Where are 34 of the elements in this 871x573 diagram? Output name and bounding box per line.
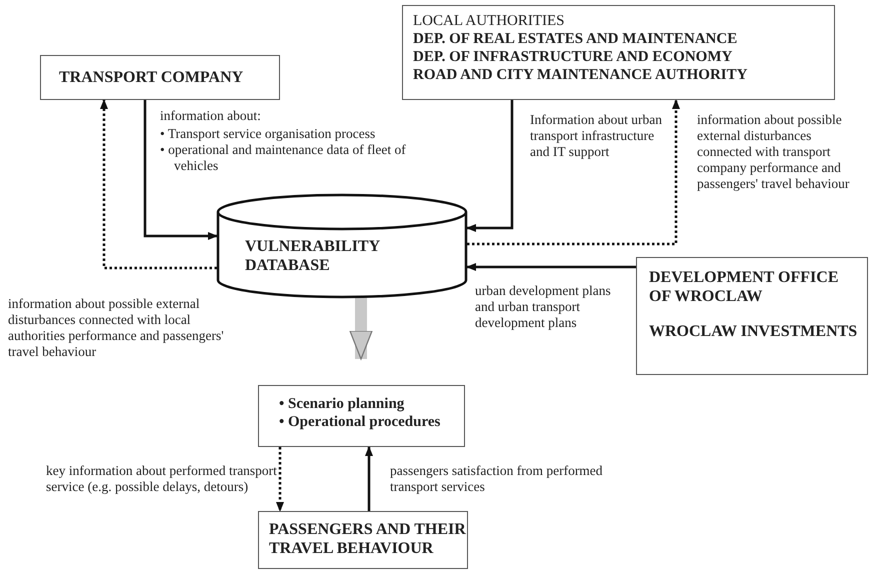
bullet-item: • Transport service organisation process [160, 126, 376, 142]
node-label: DEVELOPMENT OFFICE OF WROCLAW [649, 268, 840, 306]
edge-label: information about possible external disturbances connected with local authorities performance and passengers' travel behaviour [8, 296, 225, 360]
bullet-item: • Operational procedures [279, 413, 442, 431]
bullet-item: • Scenario planning [279, 395, 406, 413]
node-label: LOCAL AUTHORITIES [413, 12, 566, 30]
dotted-arrow [276, 447, 284, 512]
process-box [258, 511, 468, 569]
dotted-arrow [467, 99, 680, 246]
node-label: ROAD AND CITY MAINTENANCE AUTHORITY [413, 66, 748, 84]
edge-label: urban development plans and urban transport development plans [475, 283, 612, 331]
process-box [40, 55, 280, 100]
node-label: DEP. OF INFRASTRUCTURE AND ECONOMY [413, 48, 734, 66]
process-box [636, 257, 868, 375]
edge-label: key information about performed transport service (e.g. possible delays, detours) [46, 463, 278, 495]
bullet-item: • operational and maintenance data of fleet of vehicles [160, 142, 407, 174]
process-box [258, 385, 465, 447]
process-box [402, 5, 835, 100]
edge-label: passengers satisfaction from performed transport services [390, 463, 604, 495]
edge-label: information about possible external disturbances connected with transport company performance and passengers' travel behaviour [697, 112, 850, 192]
arrow [466, 100, 514, 232]
node-label: PASSENGERS AND THEIR TRAVEL BEHAVIOUR [269, 520, 467, 558]
edge-label: information about: [160, 108, 262, 124]
node-label: TRANSPORT COMPANY [59, 68, 244, 87]
node-label: VULNERABILITY DATABASE [245, 237, 381, 275]
dotted-arrow [100, 99, 217, 270]
node-label: DEP. OF REAL ESTATES AND MAINTENANCE [413, 30, 738, 48]
database-cylinder [217, 195, 467, 297]
block-arrow [349, 297, 373, 360]
edge-label: Information about urban transport infrastructure and IT support [530, 112, 663, 160]
arrow [466, 263, 636, 271]
node-label: WROCLAW INVESTMENTS [649, 322, 858, 341]
arrow [144, 100, 218, 240]
arrow [365, 446, 373, 511]
